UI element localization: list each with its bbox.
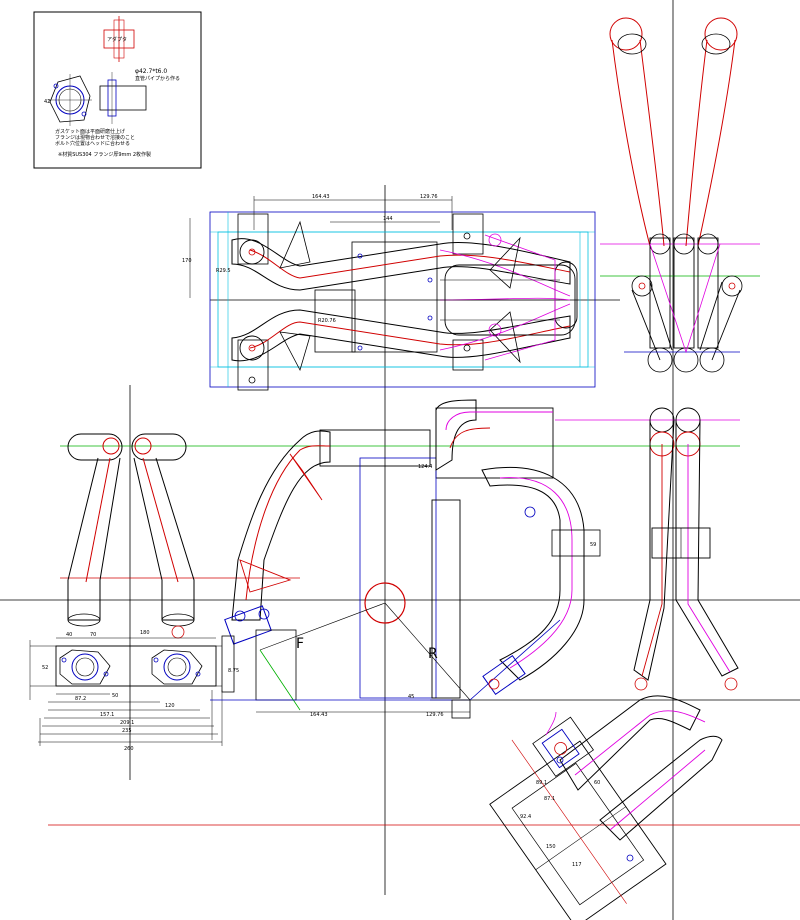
- flange-dim-50: 50: [112, 693, 118, 699]
- flange-detail-side: [99, 72, 147, 124]
- top-view: 164.43 129.76 144 170 R29.5 R20.76: [182, 194, 596, 391]
- flange-plan-view: 40 70 180 52 50 87.2 120 157.1 209.1 235…: [29, 630, 223, 752]
- left-front-view: [67, 433, 195, 639]
- flange-dim-235: 235: [122, 728, 132, 734]
- detail-note-3: ボルト穴位置はヘッドに合わせる: [55, 140, 130, 147]
- top-dim-mid: R20.76: [318, 318, 336, 324]
- side-dim-45: 45: [408, 694, 414, 700]
- detail-pipe-note: 直管パイプから作る: [135, 75, 180, 82]
- detail-note-1: ガスケット面は平面研磨仕上げ: [55, 128, 125, 135]
- detail-note-2: フランジは現物合わせで溶接のこと: [55, 134, 135, 141]
- detail-dim-side: 42: [44, 99, 50, 105]
- top-dim-left: 164.43: [312, 194, 330, 200]
- flange-dim-120: 120: [165, 703, 175, 709]
- detail-box-frame: [33, 11, 202, 169]
- flange-dim-52: 52: [42, 665, 48, 671]
- flange-dim-40: 40: [66, 632, 72, 638]
- side-dim-right: 129.76: [426, 712, 444, 718]
- side-dim-small: 59: [590, 542, 596, 548]
- top-dim-inner: 144: [383, 216, 393, 222]
- rot-dim-e: 117: [572, 862, 582, 868]
- detail-pipe-spec: φ42.7*t6.0: [135, 68, 167, 75]
- rot-dim-d: 150: [546, 844, 556, 850]
- top-dim-height: 170: [182, 258, 192, 264]
- top-right-view: [609, 17, 743, 373]
- rotated-view: 89.1 87.1 92.4 150 117 60: [489, 695, 723, 920]
- flange-dim-209: 209.1: [120, 720, 134, 726]
- flange-dim-70: 70: [90, 632, 96, 638]
- flange-detail-front: 42: [44, 74, 92, 126]
- detail-footer: ※材質SUS304 フランジ厚9mm 2枚作製: [58, 151, 151, 158]
- top-dim-radius: R29.5: [216, 268, 231, 274]
- right-vertical-view: [633, 407, 739, 691]
- flange-dim-157: 157.1: [100, 712, 114, 718]
- center-side-view: 8.75 59 F R 164.43 129.76 45 124.4: [210, 399, 601, 719]
- flange-dim-87: 87.2: [75, 696, 86, 702]
- flange-dim-top: 180: [140, 630, 150, 636]
- top-dim-right: 129.76: [420, 194, 438, 200]
- side-label-r: R: [428, 646, 438, 662]
- detail-box: アダプタ 42 φ42.7*t6.0 直管パイプから作る ガスケット面は平面研磨…: [33, 11, 202, 169]
- rot-dim-a: 89.1: [536, 780, 547, 786]
- side-dim-left: 164.43: [310, 712, 328, 718]
- side-dim-h: 8.75: [228, 668, 239, 674]
- rot-dim-f: 60: [594, 780, 600, 786]
- side-label-f: F: [296, 636, 304, 652]
- flange-dim-260: 260: [124, 746, 134, 752]
- rot-dim-b: 87.1: [544, 796, 555, 802]
- detail-tag: アダプタ: [107, 36, 127, 43]
- side-dim-v: 124.4: [418, 464, 432, 470]
- rot-dim-c: 92.4: [520, 814, 531, 820]
